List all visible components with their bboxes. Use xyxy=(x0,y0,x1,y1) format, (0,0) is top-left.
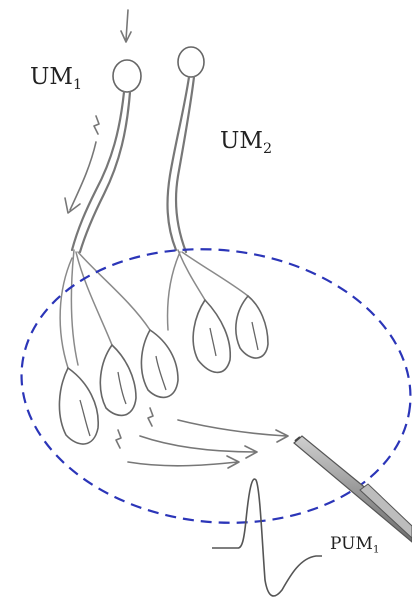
fiber-um1-d xyxy=(60,258,72,368)
fiber-um1-b xyxy=(76,252,112,345)
stimulus-mark-1 xyxy=(94,116,99,134)
label-um2: UM2 xyxy=(220,130,272,156)
label-um2-sub: 2 xyxy=(263,141,272,157)
fiber-um2-c xyxy=(168,252,181,330)
muscle-fibers-um2 xyxy=(193,296,268,372)
label-um2-text: UM xyxy=(220,128,263,154)
label-um1-text: UM xyxy=(30,64,73,90)
stimulus-mark-3 xyxy=(148,408,153,426)
label-pum1-text: PUM xyxy=(330,534,373,554)
label-pum1: PUM1 xyxy=(330,536,380,555)
fiber-um2-a xyxy=(178,250,205,300)
descending-arrow xyxy=(65,142,96,213)
muscle-fibers-um1 xyxy=(59,330,178,444)
label-pum1-sub: 1 xyxy=(373,544,380,556)
input-arrow-um1 xyxy=(121,10,131,42)
signal-arrow-3 xyxy=(128,456,239,468)
signal-arrow-1 xyxy=(178,420,288,442)
motor-neuron-um2-soma xyxy=(178,47,204,77)
motor-neuron-um1-soma xyxy=(113,60,141,92)
label-um1-sub: 1 xyxy=(73,77,82,93)
signal-arrow-2 xyxy=(140,436,257,458)
fiber-um2-b xyxy=(182,252,248,296)
label-um1: UM1 xyxy=(30,66,82,92)
needle-electrode xyxy=(294,436,412,542)
fiber-um1-a xyxy=(71,250,78,365)
motor-unit-potential-trace xyxy=(212,479,322,596)
stimulus-mark-2 xyxy=(116,430,121,448)
axon-um1 xyxy=(72,92,124,250)
